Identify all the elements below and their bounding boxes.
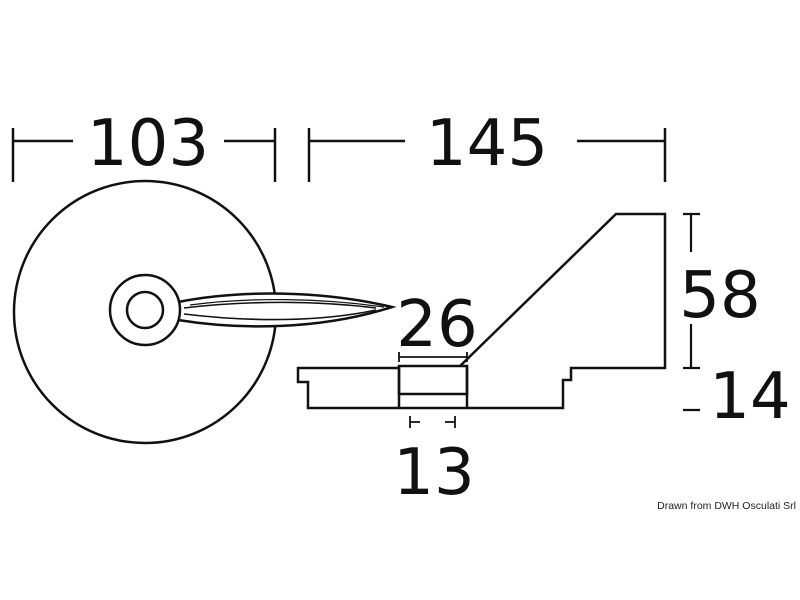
slot-width-label: 26 (396, 288, 477, 362)
dimension-slot-width (398, 352, 468, 362)
disc-anode-front-view (12, 179, 397, 445)
base-height-label: 14 (709, 360, 790, 434)
dimension-profile-height (683, 212, 700, 370)
hole-width-label: 13 (393, 436, 474, 510)
profile-length-label: 145 (426, 107, 548, 181)
credit-text: Drawn from DWH Osculati Srl (657, 500, 796, 512)
disc-width-label: 103 (87, 107, 209, 181)
dimension-profile-length (307, 128, 667, 182)
profile-height-label: 58 (679, 259, 760, 333)
dimension-hole-width (409, 416, 456, 428)
anode-side-profile (296, 212, 667, 410)
dimension-disc-width (11, 128, 277, 182)
